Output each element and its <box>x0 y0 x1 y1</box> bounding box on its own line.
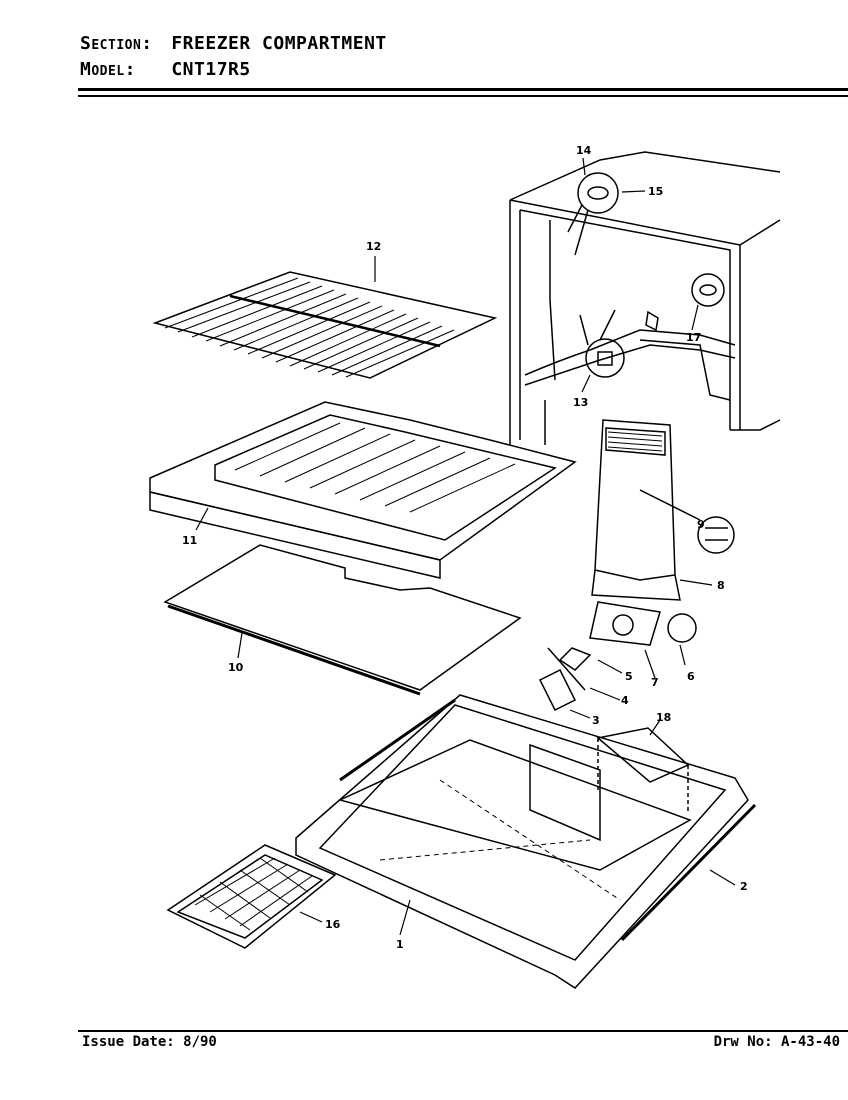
header-rule-thick <box>78 88 848 91</box>
part-6-detail <box>667 613 697 643</box>
fan-blade-icon <box>558 647 592 671</box>
callout-12: 12 <box>366 240 381 253</box>
callout-15: 15 <box>648 185 663 198</box>
part-17-detail <box>691 273 725 307</box>
section-key: Section: <box>80 33 153 54</box>
issue-date: Issue Date: 8/90 <box>82 1034 217 1050</box>
leader-lines <box>195 157 736 936</box>
fan-motor-assembly <box>538 601 697 712</box>
footer-rule <box>78 1030 848 1032</box>
detail-circles <box>567 172 725 378</box>
trim-rail <box>339 698 757 942</box>
section-line: Section: FREEZER COMPARTMENT <box>80 33 387 54</box>
callout-14: 14 <box>576 144 592 157</box>
part-14-15-detail <box>577 172 619 214</box>
callout-10: 10 <box>228 661 244 674</box>
model-key: Model: <box>80 59 136 80</box>
lamp-socket-icon <box>587 186 609 200</box>
callout-9: 9 <box>697 518 705 531</box>
glass-panel <box>163 544 522 696</box>
air-duct <box>591 419 735 601</box>
callout-7: 7 <box>651 676 659 689</box>
freezer-liner <box>295 694 749 989</box>
callout-2: 2 <box>740 880 748 893</box>
motor-bracket <box>589 601 661 646</box>
shelf-frame <box>149 401 577 579</box>
freezer-cabinet <box>509 151 781 445</box>
header-rule-thin <box>78 95 848 97</box>
callout-8: 8 <box>717 579 725 592</box>
callout-4: 4 <box>621 694 629 707</box>
fan-motor-icon <box>538 668 577 712</box>
part-9-detail <box>697 516 735 554</box>
section-title: FREEZER COMPARTMENT <box>171 33 387 54</box>
callout-13: 13 <box>573 396 588 409</box>
ice-tray <box>166 844 337 949</box>
drawing-number: Drw No: A-43-40 <box>713 1034 840 1050</box>
callout-18: 18 <box>656 711 671 724</box>
part-13-detail <box>585 338 625 378</box>
callout-11: 11 <box>182 534 197 547</box>
callout-6: 6 <box>687 670 695 683</box>
evaporator-cover <box>596 727 690 812</box>
callout-5: 5 <box>625 670 633 683</box>
callout-1: 1 <box>396 938 404 951</box>
callout-17: 17 <box>686 331 701 344</box>
wire-shelf <box>152 271 498 379</box>
callout-16: 16 <box>325 918 341 931</box>
callout-3: 3 <box>592 714 600 727</box>
model-line: Model: CNT17R5 <box>80 59 251 80</box>
model-number: CNT17R5 <box>171 59 251 80</box>
